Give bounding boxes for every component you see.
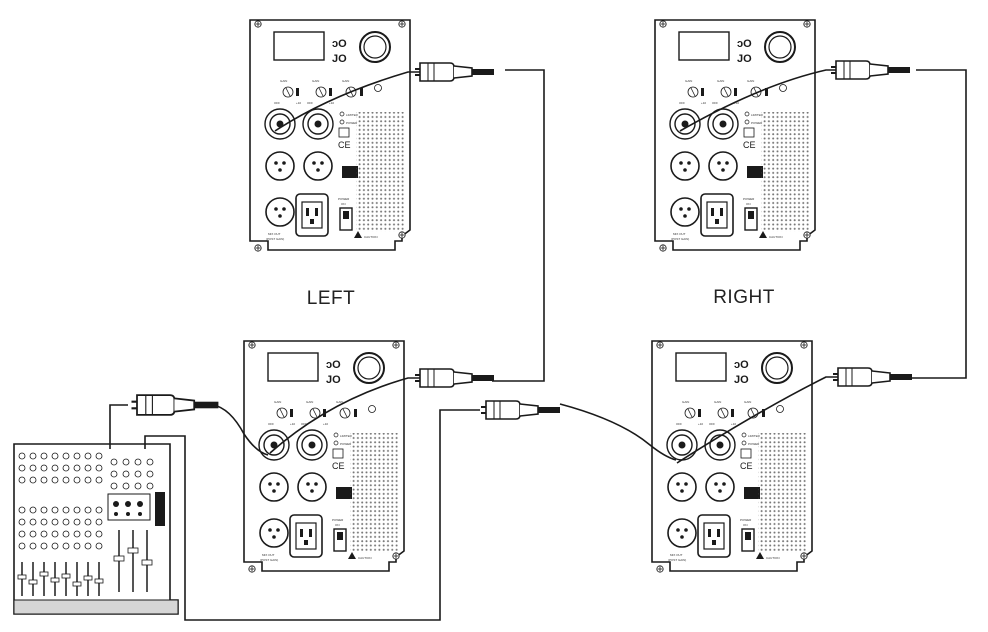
right-input-cable [559, 403, 677, 461]
vent-grille [761, 112, 809, 232]
xlr-plug-mixer-right [480, 400, 561, 420]
left-top-speaker-panel [249, 19, 411, 253]
cables [109, 69, 967, 621]
vent-grille [758, 433, 806, 553]
right-link-cable [912, 69, 967, 379]
right-bottom-speaker-panel [651, 340, 813, 574]
vent-grille [356, 112, 404, 232]
right-thru-cable-a [676, 376, 838, 464]
left-input-cable [212, 404, 269, 456]
left-label: LEFT [307, 288, 355, 309]
mixer-left-cable [109, 404, 128, 449]
xlr-plug-left-bottom [414, 368, 495, 388]
mixer-console [13, 443, 179, 615]
right-top-input-cable [679, 69, 836, 132]
left-thru-cable-a [269, 377, 420, 454]
mixer-channel-strips [18, 452, 103, 550]
left-link-cable [492, 69, 545, 382]
left-bottom-speaker-panel [243, 340, 405, 574]
right-top-speaker-panel [654, 19, 816, 253]
xlr-plug-mixer-left [130, 394, 220, 416]
xlr-plug-right-bottom [832, 367, 913, 387]
xlr-plug-right-top [830, 60, 911, 80]
right-label: RIGHT [713, 287, 775, 308]
xlr-plug-left-top [414, 62, 495, 82]
left-top-input-cable [274, 71, 420, 132]
mixer-right-cable [144, 409, 480, 621]
vent-grille [350, 433, 398, 553]
